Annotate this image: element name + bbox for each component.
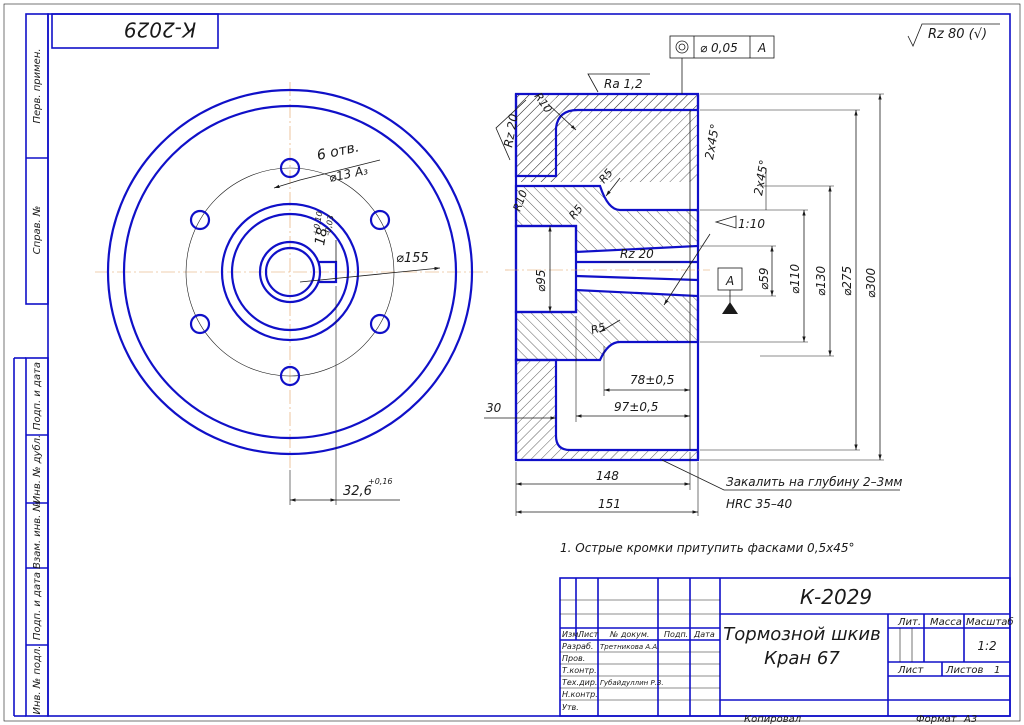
row-name-0: Третникова А.А. — [600, 643, 659, 651]
row-role-2: Т.контр. — [562, 666, 597, 675]
bolt-hole-2 — [369, 209, 391, 231]
bolt-hole-1 — [279, 157, 301, 179]
r5-c: R5 — [589, 321, 607, 337]
dim-d275: ⌀275 — [840, 266, 854, 296]
key-width-tol-up: +0,10 — [311, 211, 324, 237]
taper-value: 1:10 — [738, 217, 765, 231]
dim-d59: ⌀59 — [757, 268, 771, 291]
sheets-value: 1 — [994, 665, 1000, 676]
key-width: 18 — [312, 226, 331, 246]
title-code: К-2029 — [800, 585, 872, 609]
base-a: A — [717, 267, 743, 314]
front-view: 6 отв. ⌀13 A₃ 18 +0,10 -0,03 ⌀155 32,6 +… — [95, 82, 490, 505]
side-label-dup: Инв. № дубл. — [31, 435, 43, 503]
dim-l148: 148 — [596, 469, 619, 483]
rim-inner-circle — [122, 104, 458, 440]
dim-l151: 151 — [598, 497, 621, 511]
row-role-5: Утв. — [562, 703, 579, 712]
title-name-line1: Тормозной шкив — [723, 624, 880, 645]
dim-d110: ⌀110 — [788, 264, 802, 294]
side-label-sign-2: Подп. и дата — [32, 572, 43, 640]
hardening-leader — [661, 459, 900, 491]
row-role-3: Тех.дир. — [562, 678, 597, 687]
bore-chamfer-circle — [264, 246, 316, 298]
hub-inner-circle — [230, 212, 350, 332]
side-label-replace: Взам. инв. № — [32, 501, 43, 569]
dim-d300: ⌀300 — [864, 268, 878, 298]
bolt-hole-6 — [189, 209, 211, 231]
key-width-tol-low: -0,03 — [323, 214, 335, 236]
row-role-4: Н.контр. — [562, 690, 598, 699]
col-header-sign: Подп. — [664, 630, 688, 639]
dim-d95: ⌀95 — [534, 270, 548, 293]
scale-value: 1:2 — [977, 639, 996, 653]
dim-l97: 97±0,5 — [614, 400, 658, 414]
lit-label: Лит. — [897, 617, 921, 628]
col-header-change: Изм. — [562, 630, 581, 639]
bolt-circle — [185, 167, 395, 377]
ra-value: Ra 1,2 — [604, 77, 643, 91]
general-roughness: Rz 80 (√) — [907, 23, 1000, 47]
scale-label: Масштаб — [966, 616, 1014, 628]
side-label-orig: Инв. № подл. — [32, 646, 43, 715]
dim-d130: ⌀130 — [814, 266, 828, 296]
col-header-date: Дата — [693, 630, 715, 639]
dim-l30: 30 — [486, 401, 502, 415]
hardening-note-1: Закалить на глубину 2–3мм — [726, 475, 902, 489]
rz-left-symbol — [495, 99, 527, 161]
rz-left: Rz 20 — [501, 113, 521, 149]
copied-label: Копировал — [744, 714, 802, 725]
bolt-hole-5 — [189, 313, 211, 335]
title-name-line2: Кран 67 — [764, 648, 840, 669]
sheet-outer-border — [3, 3, 1021, 722]
title-block: К-2029 Тормозной шкив Кран 67 Изм. Лист … — [559, 577, 1014, 717]
hub-dia-leader — [299, 266, 441, 283]
chamfer-2: 2х45° — [751, 159, 771, 197]
hub-diameter: ⌀155 — [396, 251, 429, 266]
sheets-label: Листов — [945, 665, 983, 676]
chamfer-1: 2х45° — [702, 123, 722, 161]
section-view: ⌀ 0,05 A Ra 1,2 Rz 20 R10 R10 R5 R5 R5 R… — [484, 35, 902, 516]
col-header-doc: № докум. — [609, 630, 649, 639]
format-label: Формат — [916, 714, 958, 725]
taper-symbol — [714, 215, 737, 229]
holes-count: 6 отв. — [316, 139, 361, 164]
row-name-3: Губайдуллин Р.З. — [600, 679, 664, 687]
runout-value: ⌀ 0,05 — [700, 41, 738, 55]
runout-frame: ⌀ 0,05 A — [669, 35, 775, 94]
side-frame: Перв. примен. Справ. № Подп. и дата Инв.… — [13, 13, 49, 717]
col-header-sheet: Лист — [577, 630, 599, 639]
code-rotated: К-2029 — [124, 18, 196, 42]
top-left-code-box: К-2029 — [51, 13, 219, 49]
sheet-label: Лист — [897, 665, 925, 676]
key-depth: 32,6 — [343, 484, 372, 499]
side-label-sign-1: Подп. и дата — [32, 362, 43, 430]
ra-symbol — [587, 73, 650, 93]
holes-diameter: ⌀13 A₃ — [328, 163, 370, 185]
format-value: А3 — [963, 714, 977, 725]
bore-circle — [258, 240, 322, 304]
bolt-hole-3 — [369, 313, 391, 335]
row-role-0: Разраб. — [562, 642, 593, 651]
roughness-general-text: Rz 80 (√) — [928, 27, 987, 42]
keyway — [318, 260, 338, 284]
outer-rim-circle — [106, 88, 474, 456]
holes-leader — [273, 159, 381, 189]
side-label-ref: Справ. № — [32, 206, 43, 255]
hardening-note-2: HRC 35–40 — [726, 497, 792, 511]
side-label-first-use: Перв. примен. — [32, 48, 43, 123]
dim-l78: 78±0,5 — [630, 373, 674, 387]
rz-bore: Rz 20 — [620, 247, 654, 261]
runout-base: A — [757, 41, 766, 55]
key-depth-tol: +0,16 — [368, 477, 393, 486]
bolt-hole-4 — [279, 365, 301, 387]
mass-label: Масса — [930, 617, 962, 628]
base-a-label: A — [725, 274, 734, 288]
hub-circle — [220, 202, 360, 342]
technical-note: 1. Острые кромки притупить фасками 0,5х4… — [560, 541, 855, 555]
row-role-1: Пров. — [562, 654, 585, 663]
